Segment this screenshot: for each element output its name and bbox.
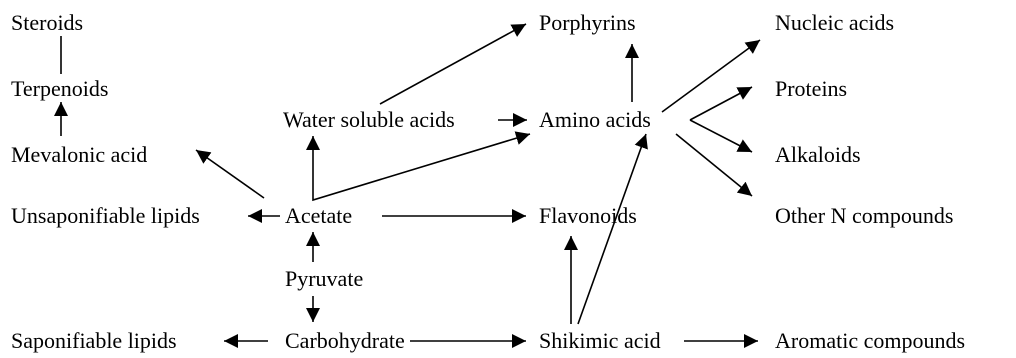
node-water-soluble-acids: Water soluble acids (282, 107, 456, 133)
node-saponifiable-lipids: Saponifiable lipids (10, 328, 178, 354)
node-amino-acids: Amino acids (538, 107, 652, 133)
node-porphyrins: Porphyrins (538, 10, 637, 36)
node-alkaloids: Alkaloids (774, 142, 862, 168)
arrow-amino-acids-to-other-n-compounds (675, 133, 753, 197)
arrow-acetate-to-mevalonic-acid (195, 149, 265, 199)
node-flavonoids: Flavonoids (539, 203, 637, 228)
arrow-amino-acids-to-proteins (689, 86, 753, 121)
node-proteins: Proteins (774, 76, 849, 102)
node-mevalonic-acid: Mevalonic acid (10, 142, 149, 168)
node-nucleic-acids: Nucleic acids (774, 10, 896, 36)
arrow-acetate-to-amino-acids (312, 131, 531, 202)
node-pyruvate: Pyruvate (284, 266, 365, 292)
node-other-n-compounds: Other N compounds (774, 203, 955, 229)
node-terpenoids: Terpenoids (10, 76, 110, 102)
arrow-amino-acids-to-alkaloids (689, 119, 753, 153)
arrow-shikimic-acid-to-amino-acids (577, 133, 648, 325)
node-acetate: Acetate (284, 203, 354, 229)
node-unsaponifiable-lipids: Unsaponifiable lipids (10, 203, 201, 229)
arrow-water-soluble-acids-to-porphyrins (379, 23, 527, 105)
node-steroids: Steroids (10, 10, 85, 36)
arrow-amino-acids-to-nucleic-acids (661, 39, 761, 113)
node-carbohydrate: Carbohydrate (284, 328, 406, 354)
node-shikimic-acid: Shikimic acid (538, 328, 662, 354)
node-aromatic-compounds: Aromatic compounds (774, 328, 967, 354)
